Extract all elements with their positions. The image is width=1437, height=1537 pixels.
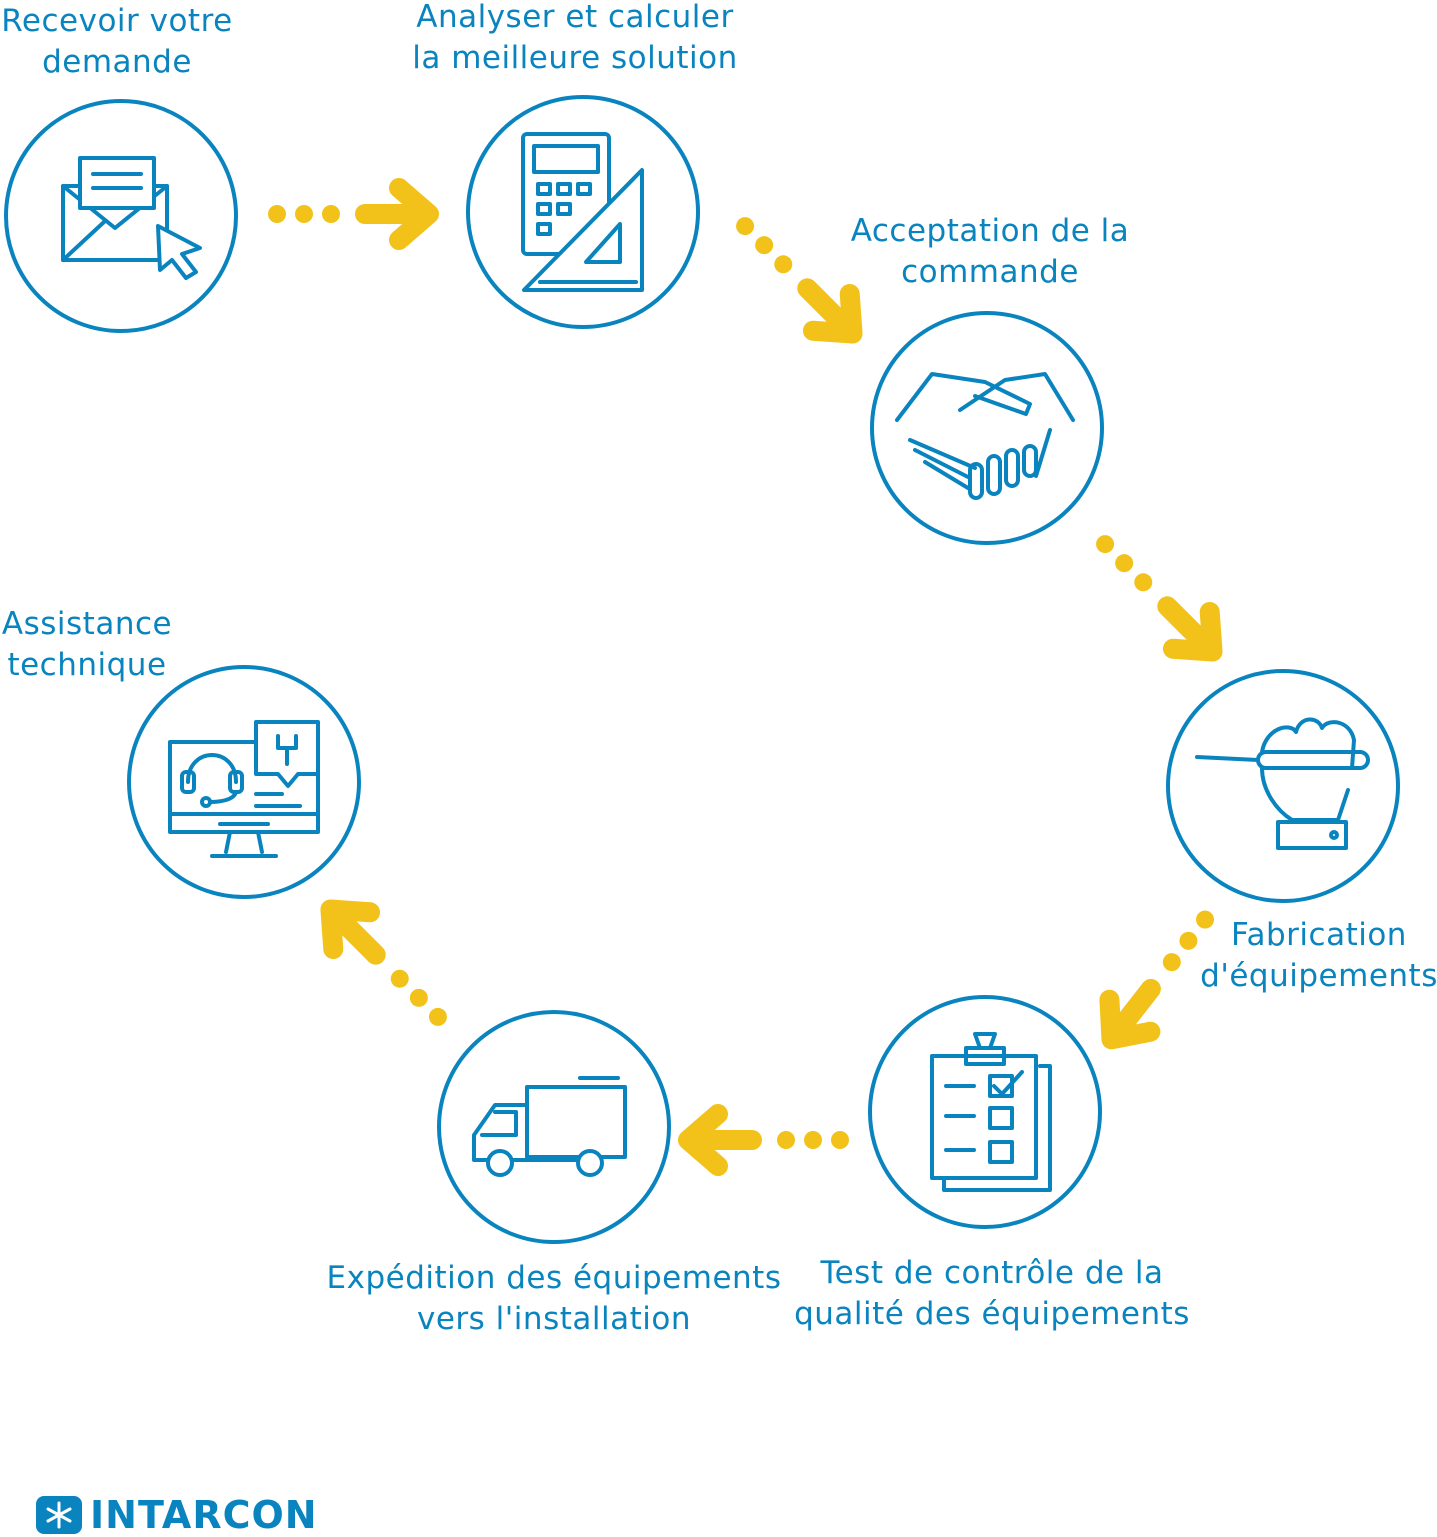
step-fabricate-circle — [1166, 669, 1400, 903]
brand-name: INTARCON — [90, 1493, 318, 1537]
handshake-icon — [895, 372, 1075, 500]
arrow-receive-to-analyze — [268, 188, 429, 240]
step-support-label: Assistance technique — [1, 606, 173, 683]
step-test-circle — [868, 995, 1102, 1229]
truck-icon — [472, 1076, 627, 1177]
step-ship-label: Expédition des équipements vers l'instal… — [326, 1260, 782, 1337]
snowflake-icon — [36, 1496, 82, 1534]
hand-screwdriver-icon — [1195, 717, 1370, 850]
arrow-ship-to-support — [312, 891, 463, 1042]
step-fabricate-label: Fabrication d'équipements — [1200, 917, 1437, 994]
step-receive-label: Recevoir votre demande — [1, 3, 233, 80]
step-test-label: Test de contrôle de la qualité des équip… — [794, 1255, 1190, 1332]
step-support-circle — [127, 665, 361, 899]
step-ship-circle — [437, 1010, 671, 1244]
step-analyze-circle — [466, 95, 700, 329]
arrow-test-to-ship — [688, 1114, 849, 1166]
calculator-set-square-icon — [521, 132, 644, 292]
monitor-headset-icon — [168, 720, 320, 858]
step-accept-label: Acceptation de la commande — [850, 213, 1130, 290]
step-receive-circle — [4, 99, 238, 333]
arrow-analyze-to-accept — [720, 201, 871, 352]
brand-logo: INTARCON — [36, 1496, 318, 1534]
envelope-cursor-icon — [61, 156, 202, 280]
clipboard-checklist-icon — [930, 1032, 1052, 1192]
step-accept-circle — [870, 311, 1104, 545]
step-analyze-label: Analyser et calculer la meilleure soluti… — [412, 0, 738, 76]
arrow-accept-to-fabricate — [1080, 519, 1231, 670]
